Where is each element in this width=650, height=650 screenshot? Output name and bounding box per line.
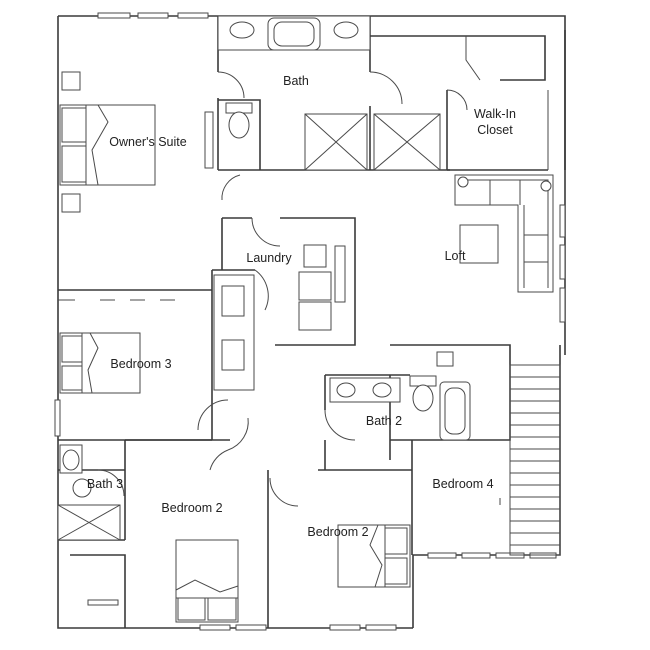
exterior-windows xyxy=(54,12,566,631)
bath-2-room xyxy=(324,344,511,441)
dryer xyxy=(298,301,332,331)
owners-suite-room xyxy=(58,16,245,400)
owners-bed xyxy=(59,104,156,186)
sectional-sofa xyxy=(454,174,554,293)
bath3-toilet xyxy=(72,478,92,498)
owners-bath-room xyxy=(217,15,450,171)
bedroom-2-left-bed xyxy=(175,539,239,623)
nightstand xyxy=(61,71,81,91)
room-labels: Owner's Suite Bath Walk-In Closet Laundr… xyxy=(87,74,516,539)
bedroom-2-right-bed xyxy=(337,524,411,588)
bedroom-2-left-room xyxy=(70,439,269,628)
shelf xyxy=(334,245,346,303)
bedroom-4-room xyxy=(389,440,501,555)
label-laundry: Laundry xyxy=(246,251,292,265)
laundry-room xyxy=(212,217,356,346)
linen-closet xyxy=(213,274,255,391)
coffee-table xyxy=(459,224,499,264)
bedroom-3-room xyxy=(58,299,213,441)
label-closet: Closet xyxy=(477,123,513,137)
label-bedroom-2-left: Bedroom 2 xyxy=(161,501,222,515)
loft-area xyxy=(454,174,554,293)
nightstand xyxy=(61,193,81,213)
label-bath-3: Bath 3 xyxy=(87,477,123,491)
bath2-toilet xyxy=(412,384,434,412)
bedroom-3-bed xyxy=(59,332,141,394)
toilet xyxy=(228,111,250,139)
label-bedroom-2-right: Bedroom 2 xyxy=(307,525,368,539)
bench xyxy=(204,111,214,169)
label-loft: Loft xyxy=(445,249,466,263)
label-walk-in: Walk-In xyxy=(474,107,516,121)
sink xyxy=(303,244,327,268)
bath-3-room xyxy=(57,440,126,541)
label-owners-suite: Owner's Suite xyxy=(109,135,186,149)
bath3-sink xyxy=(62,449,80,471)
washer xyxy=(298,271,332,301)
walk-in-closet xyxy=(370,35,549,171)
label-bath: Bath xyxy=(283,74,309,88)
bedroom-2-right-room xyxy=(318,440,412,588)
hall-doors xyxy=(197,174,299,507)
staircase xyxy=(509,364,561,556)
label-bedroom-4: Bedroom 4 xyxy=(432,477,493,491)
label-bath-2: Bath 2 xyxy=(366,414,402,428)
label-bedroom-3: Bedroom 3 xyxy=(110,357,171,371)
